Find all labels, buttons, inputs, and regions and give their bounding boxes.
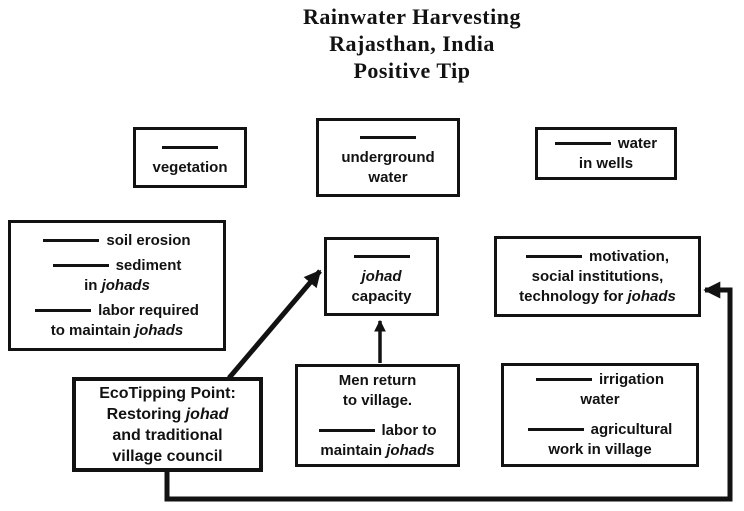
box-text: Restoring	[106, 405, 186, 423]
box-text-line	[162, 138, 218, 158]
box-motivation: motivation, social institutions, technolog…	[494, 236, 701, 317]
blank-fill-line	[360, 135, 416, 139]
title-line-2: Rajasthan, India	[329, 31, 495, 56]
box-text-line: Restoring johad	[107, 404, 229, 425]
box-soil-erosion: soil erosion sediment in johads labor requi…	[8, 220, 226, 351]
box-text-line: and traditional	[112, 425, 222, 446]
title-line-3: Positive Tip	[353, 58, 471, 83]
box-text-line: capacity	[351, 287, 411, 307]
box-text-line: in johads	[84, 276, 150, 296]
box-text: labor required	[98, 301, 199, 319]
box-text: water	[368, 168, 408, 186]
box-men-return: Men return to village. labor to maintain jo…	[295, 364, 460, 467]
box-text-line: EcoTipping Point:	[99, 383, 236, 404]
box-text: sediment	[115, 256, 182, 274]
box-text: soil erosion	[106, 231, 191, 249]
box-text: johads	[134, 321, 184, 339]
blank-fill-line	[318, 428, 375, 432]
box-text-line: village council	[112, 446, 222, 467]
blank-fill-line	[535, 378, 592, 381]
blank-fill-line	[52, 263, 109, 267]
box-text-line: agricultural	[527, 420, 673, 440]
box-text-line: water	[580, 390, 619, 410]
box-underground-water: underground water	[316, 118, 460, 197]
blank-fill-line	[527, 428, 584, 431]
box-text-line: water	[554, 134, 658, 154]
box-text: to village.	[342, 391, 413, 409]
box-johad-capacity: johad capacity	[324, 237, 439, 316]
box-text-line: in wells	[579, 154, 633, 174]
box-text-line	[360, 128, 416, 148]
blank-fill-line	[554, 141, 611, 145]
box-text: johads	[627, 287, 676, 305]
box-text: in wells	[578, 154, 634, 172]
box-text: water	[580, 391, 620, 408]
box-text-line: irrigation	[535, 370, 664, 390]
box-text-line: Men return	[339, 371, 417, 391]
blank-fill-line	[525, 254, 582, 258]
box-text: vegetation	[152, 158, 228, 176]
box-text: technology for	[519, 287, 628, 305]
box-text-line: technology for johads	[519, 287, 676, 307]
box-text-line: labor to	[318, 421, 437, 441]
arrow-ecotipping-to-johad-capacity	[227, 269, 322, 380]
box-text: and traditional	[112, 426, 223, 444]
box-text: social institutions,	[531, 267, 664, 285]
box-text-line: sediment	[52, 256, 182, 276]
box-water-in-wells: water in wells	[535, 127, 677, 180]
box-text: labor to	[381, 421, 437, 439]
box-irrigation: irrigation water agricultural work in villa…	[501, 363, 699, 467]
title-line-1: Rainwater Harvesting	[303, 4, 521, 29]
blank-fill-line	[35, 308, 92, 312]
box-text-line: johad	[362, 267, 402, 287]
box-text: johad	[361, 267, 402, 285]
diagram-title: Rainwater Harvesting Rajasthan, India Po…	[212, 3, 612, 84]
box-text-line: to village.	[343, 391, 412, 411]
box-text: to maintain	[50, 321, 135, 339]
box-text-line: soil erosion	[43, 231, 191, 251]
box-text-line: labor required	[35, 301, 199, 321]
box-text-line: work in village	[548, 440, 651, 460]
box-text: in	[84, 276, 102, 294]
blank-fill-line	[353, 254, 410, 258]
blank-fill-line	[162, 145, 218, 149]
box-text: irrigation	[598, 371, 664, 388]
box-text: EcoTipping Point:	[99, 384, 236, 402]
box-text: underground	[341, 148, 435, 166]
box-text: johads	[386, 441, 435, 459]
box-text-line: underground	[341, 148, 434, 168]
blank-fill-line	[43, 238, 100, 242]
box-text: maintain	[320, 441, 387, 459]
box-text: johad	[185, 405, 229, 423]
box-text: water	[617, 134, 658, 152]
box-text-line: to maintain johads	[51, 321, 184, 341]
box-text-line: water	[368, 168, 407, 188]
box-text: motivation,	[588, 247, 669, 265]
box-text: Men return	[338, 371, 417, 389]
box-vegetation: vegetation	[133, 127, 247, 188]
box-text: johads	[101, 276, 150, 294]
box-text: work in village	[548, 441, 652, 458]
box-text-line: maintain johads	[320, 441, 434, 461]
box-text: capacity	[351, 287, 412, 305]
box-text-line: vegetation	[152, 158, 227, 178]
box-text-line: motivation,	[525, 247, 669, 267]
box-text-line: social institutions,	[532, 267, 664, 287]
box-text: village council	[112, 447, 223, 465]
box-text-line	[353, 247, 410, 267]
box-text: agricultural	[590, 421, 673, 438]
